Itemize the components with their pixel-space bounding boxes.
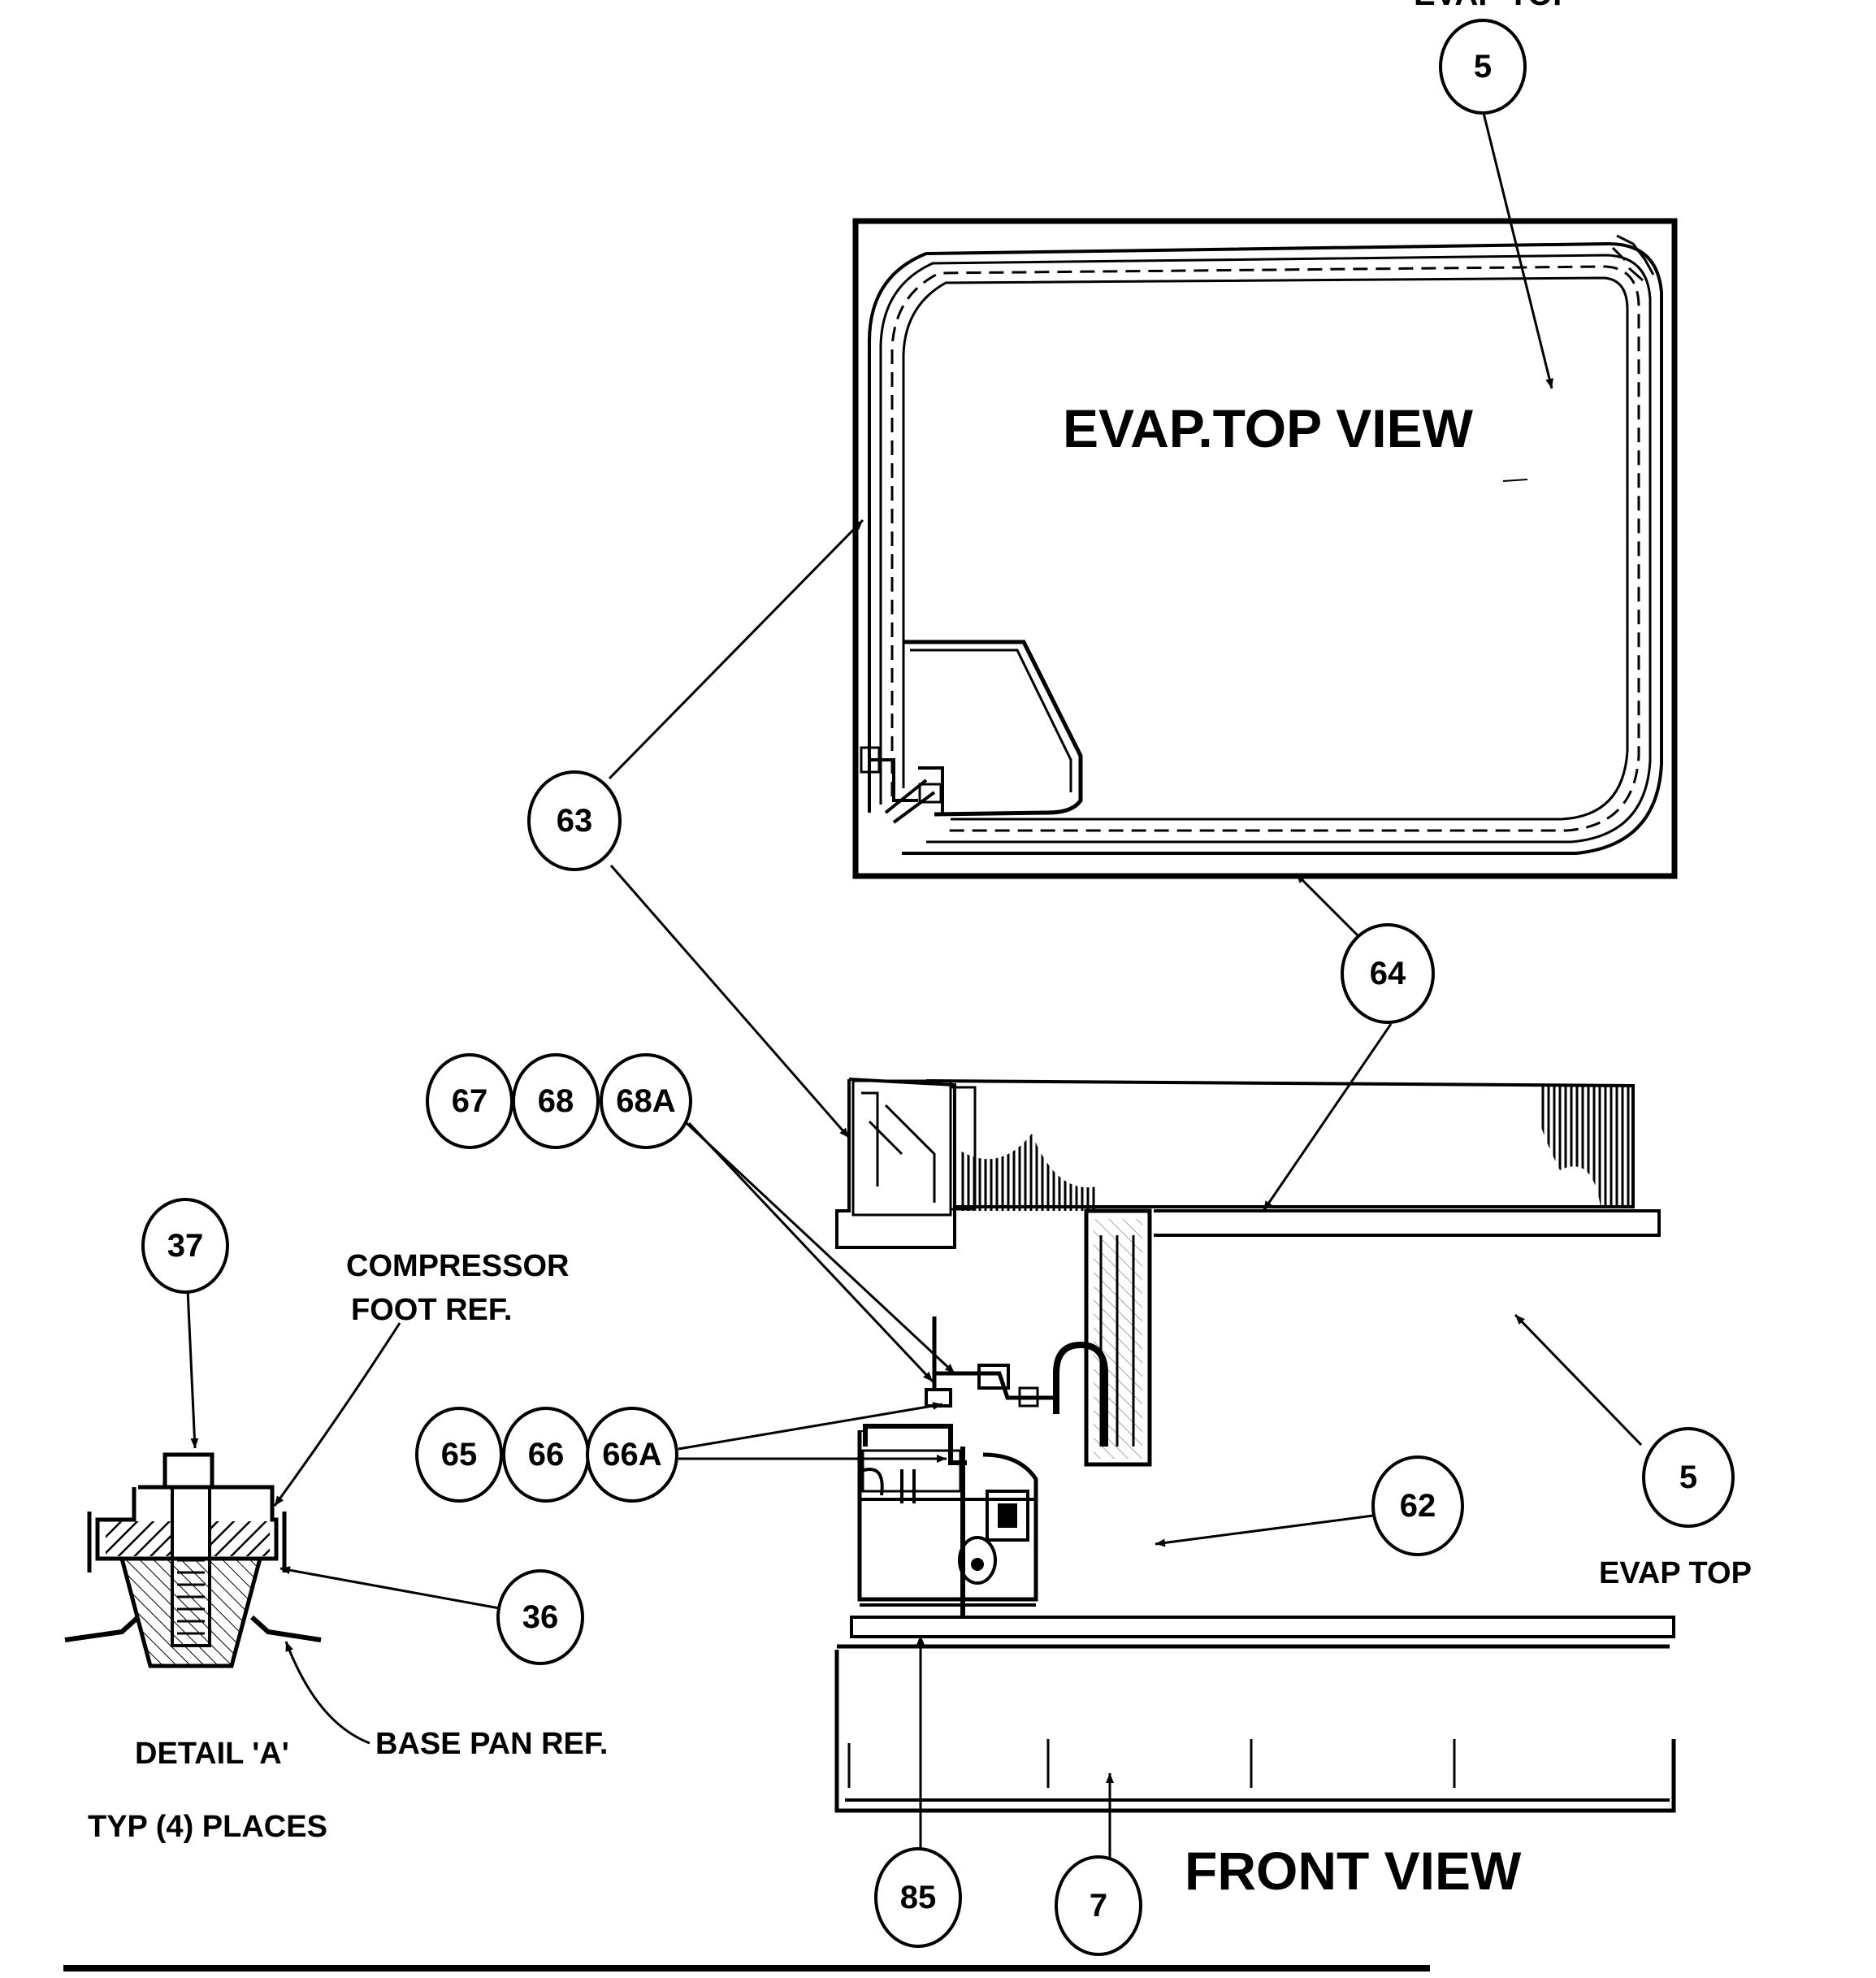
callout-5-top: 5	[1439, 19, 1527, 115]
evap-top-view-title: EVAP.TOP VIEW	[1063, 398, 1474, 458]
svg-text:36: 36	[522, 1599, 559, 1635]
callout-36: 36	[496, 1569, 584, 1665]
compressor-foot-ref-line2: FOOT REF.	[351, 1293, 512, 1327]
svg-text:5: 5	[1474, 49, 1492, 85]
base-pan-ref-label: BASE PAN REF.	[375, 1727, 608, 1761]
svg-text:63: 63	[557, 803, 593, 839]
detail-subtitle: TYP (4) PLACES	[88, 1810, 327, 1844]
svg-text:7: 7	[1090, 1888, 1107, 1924]
svg-text:65: 65	[441, 1437, 478, 1473]
svg-text:68: 68	[538, 1083, 574, 1119]
compressor-foot-ref-line1: COMPRESSOR	[346, 1249, 569, 1283]
callout-65: 65	[415, 1407, 503, 1503]
callout-5-right: 5	[1642, 1427, 1735, 1528]
svg-text:67: 67	[452, 1083, 488, 1119]
svg-text:37: 37	[167, 1228, 204, 1264]
callout-66a: 66A	[586, 1407, 678, 1503]
callouts: 5 63 64 67 68 68A 37 65	[141, 19, 1735, 1956]
callout-68a: 68A	[600, 1053, 692, 1149]
callout-85: 85	[874, 1847, 962, 1948]
svg-text:68A: 68A	[616, 1083, 675, 1119]
detail-title: DETAIL 'A'	[135, 1737, 289, 1771]
evap-top-frame	[852, 218, 1678, 879]
evap-top-label: EVAP TOP	[1599, 1556, 1752, 1590]
callout-67: 67	[426, 1053, 513, 1149]
callout-62: 62	[1371, 1455, 1464, 1556]
callout-7: 7	[1055, 1855, 1142, 1956]
top-partial-label: EVAP TOP	[1414, 0, 1575, 12]
leader-lines	[185, 93, 1643, 1869]
detail-a: DETAIL 'A' TYP (4) PLACES COMPRESSOR FOO…	[64, 1249, 1752, 1844]
condenser-coil	[1084, 1208, 1152, 1467]
svg-text:66: 66	[528, 1437, 565, 1473]
front-view-title: FRONT VIEW	[1185, 1841, 1522, 1901]
svg-text:5: 5	[1679, 1460, 1697, 1495]
callout-64: 64	[1341, 923, 1435, 1024]
callout-68: 68	[512, 1053, 600, 1149]
svg-text:66A: 66A	[602, 1437, 661, 1473]
callout-66: 66	[502, 1407, 590, 1503]
callout-63: 63	[527, 770, 622, 871]
svg-text:62: 62	[1400, 1488, 1436, 1524]
svg-text:85: 85	[900, 1880, 937, 1915]
front-view: FRONT VIEW	[834, 1078, 1676, 1901]
evap-top-view: EVAP.TOP VIEW	[852, 218, 1678, 879]
svg-text:64: 64	[1370, 956, 1406, 991]
callout-37: 37	[141, 1198, 229, 1294]
